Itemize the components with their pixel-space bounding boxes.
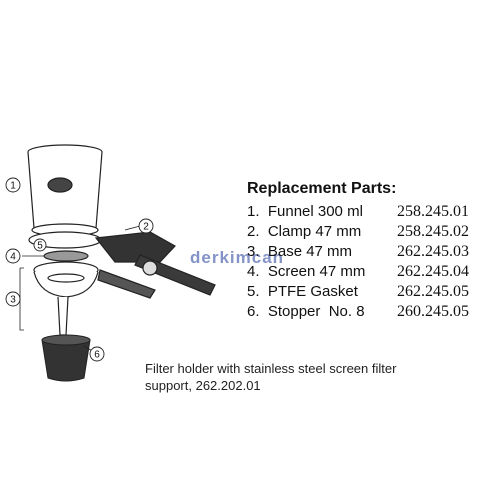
part-code: 262.245.05 xyxy=(397,283,469,300)
part-code: 262.245.03 xyxy=(397,243,469,260)
svg-text:4: 4 xyxy=(10,252,16,263)
svg-text:3: 3 xyxy=(10,295,16,306)
svg-text:5: 5 xyxy=(37,241,43,252)
part-row-funnel: 1. Funnel 300 ml 258.245.01 xyxy=(247,203,497,223)
part-code: 262.245.04 xyxy=(397,263,469,280)
caption: Filter holder with stainless steel scree… xyxy=(145,361,397,393)
part-label: 6. Stopper No. 8 xyxy=(247,303,365,320)
part-label: 1. Funnel 300 ml xyxy=(247,203,363,220)
part-row-gasket: 5. PTFE Gasket 262.245.05 xyxy=(247,283,497,303)
svg-text:6: 6 xyxy=(94,350,100,361)
base xyxy=(33,261,99,336)
part-code: 258.245.01 xyxy=(397,203,469,220)
callout-lines xyxy=(19,225,141,353)
parts-title: Replacement Parts: xyxy=(247,180,397,197)
svg-text:2: 2 xyxy=(143,222,149,233)
callout-markers: 1 2 3 4 5 6 xyxy=(5,177,154,362)
screen xyxy=(43,250,89,262)
part-label: 2. Clamp 47 mm xyxy=(247,223,362,240)
parts-list: 1. Funnel 300 ml 258.245.01 2. Clamp 47 … xyxy=(247,203,497,323)
svg-text:1: 1 xyxy=(10,181,16,192)
part-label: 3. Base 47 mm xyxy=(247,243,353,260)
part-row-stopper: 6. Stopper No. 8 260.245.05 xyxy=(247,303,497,323)
part-label: 4. Screen 47 mm xyxy=(247,263,366,280)
part-label: 5. PTFE Gasket xyxy=(247,283,358,300)
part-row-screen: 4. Screen 47 mm 262.245.04 xyxy=(247,263,497,283)
clamp xyxy=(28,231,216,299)
part-code: 260.245.05 xyxy=(397,303,469,320)
part-row-clamp: 2. Clamp 47 mm 258.245.02 xyxy=(247,223,497,243)
part-row-base: 3. Base 47 mm 262.245.03 xyxy=(247,243,497,263)
stopper xyxy=(41,334,91,382)
funnel xyxy=(27,144,103,237)
part-code: 258.245.02 xyxy=(397,223,469,240)
watermark: derkimcan xyxy=(190,248,285,267)
